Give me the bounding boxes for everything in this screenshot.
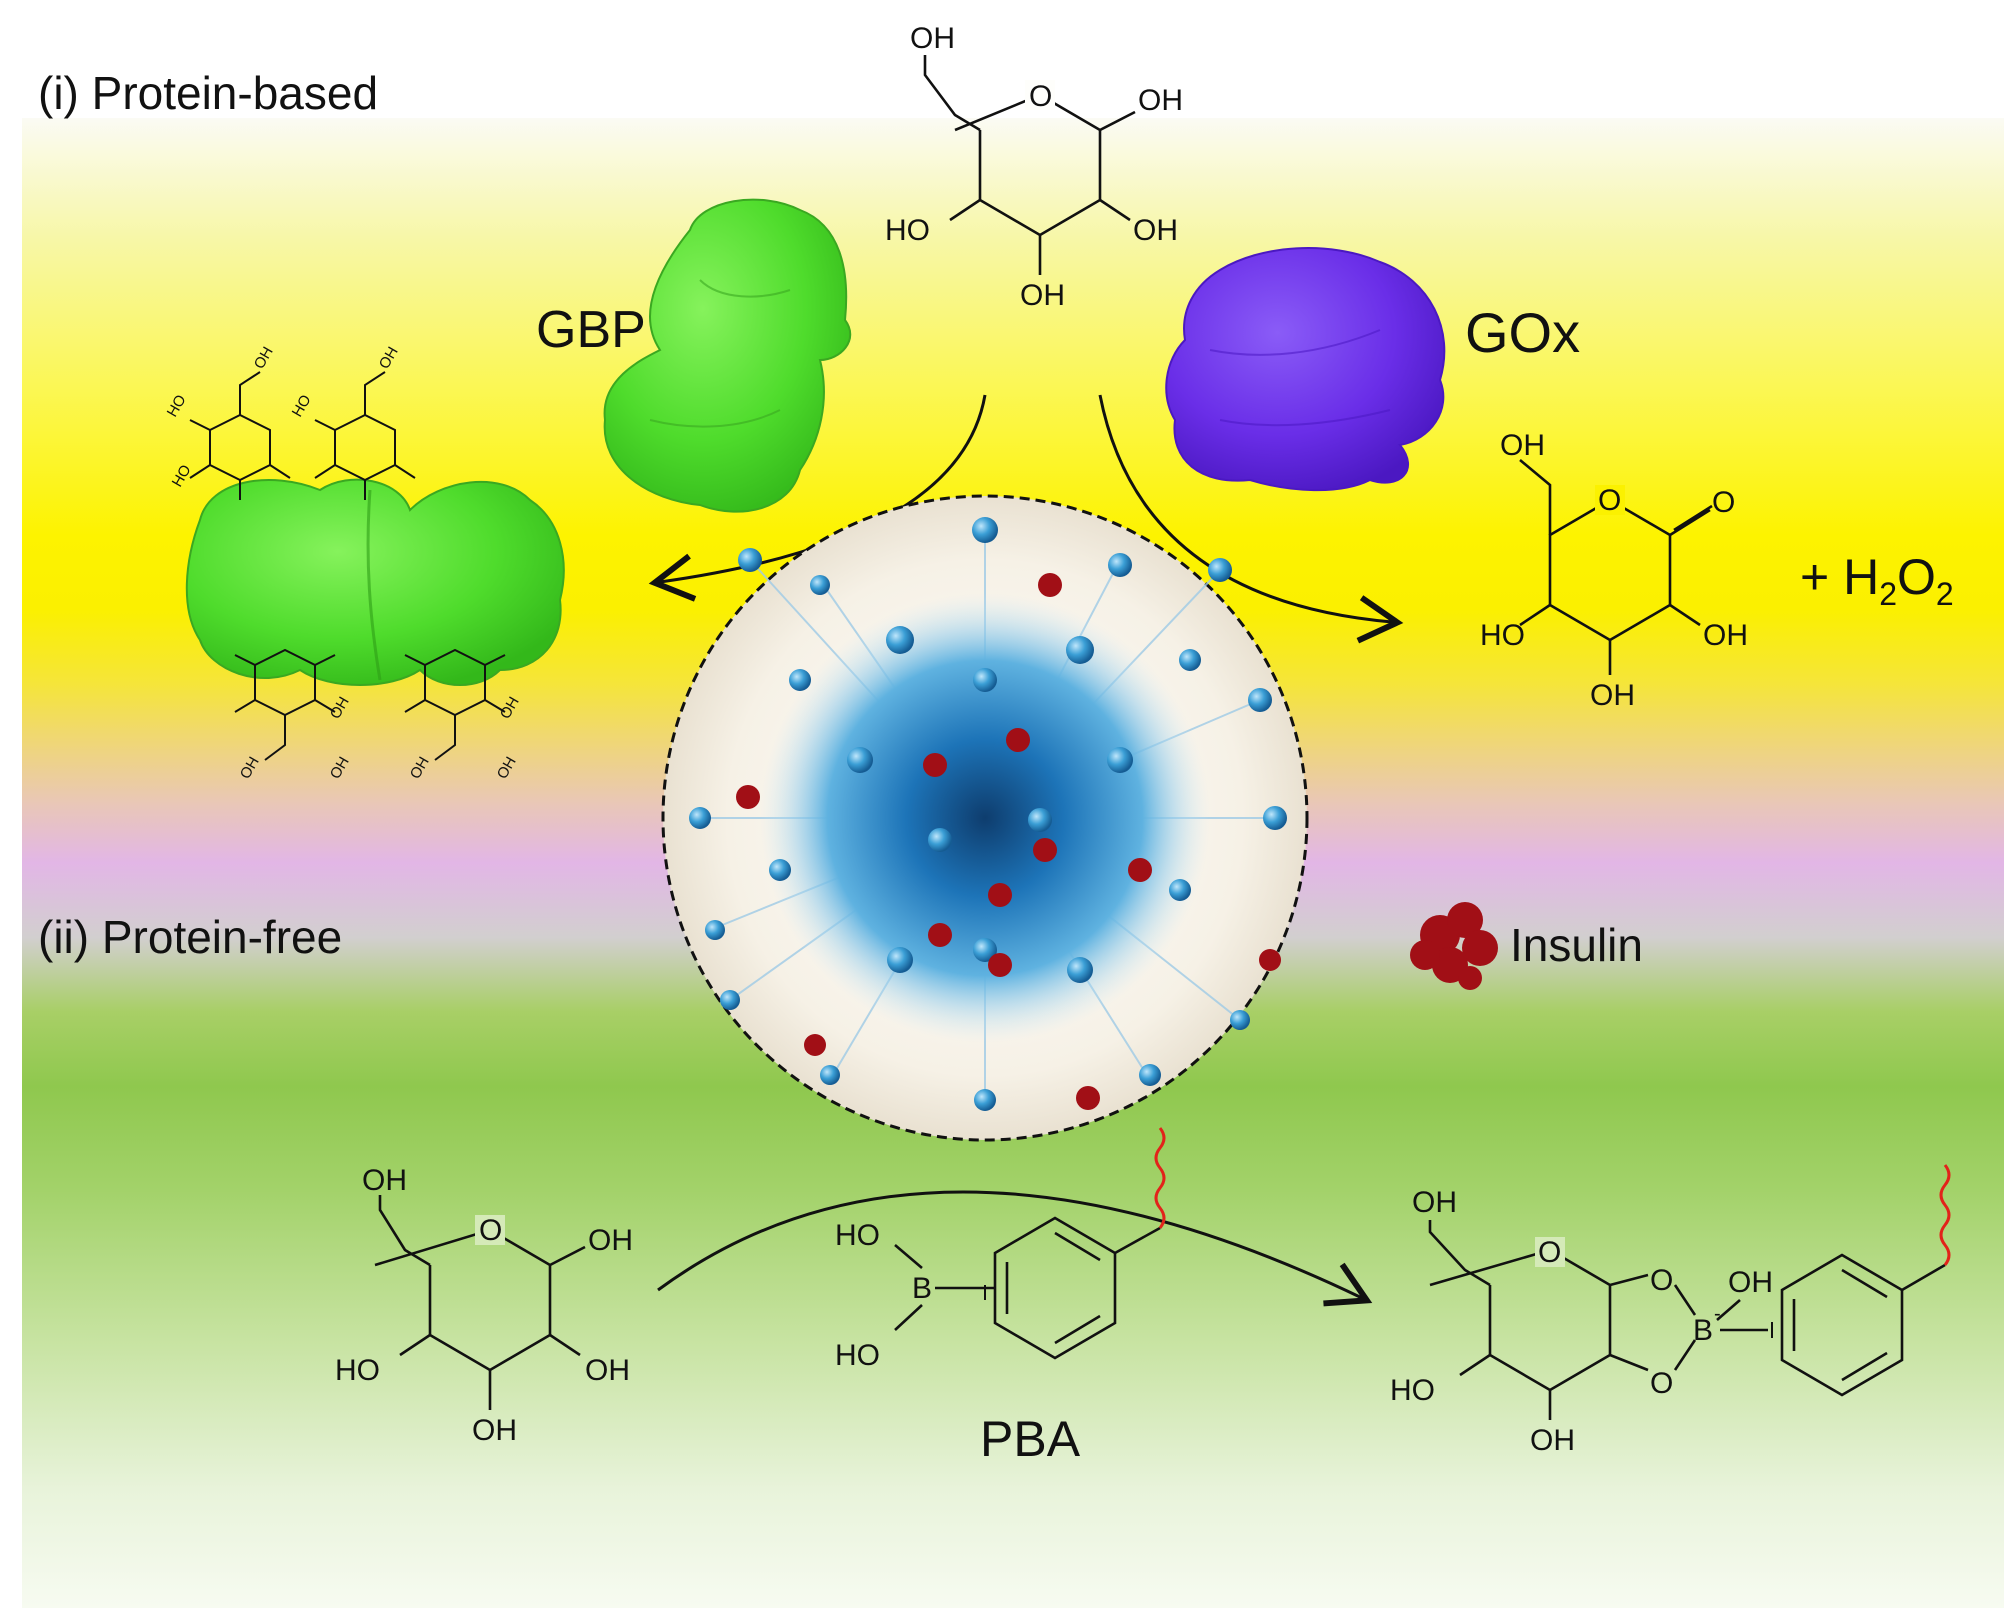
gox-protein — [1165, 247, 1446, 492]
atom-label: O — [1650, 1367, 1673, 1400]
atom-label: OH — [362, 1164, 407, 1197]
atom-label: O — [1029, 80, 1052, 113]
pba-wavy-linker — [1154, 1127, 1166, 1229]
atom-label: OH — [585, 1354, 630, 1387]
atom-label: OH — [1500, 429, 1545, 462]
arrow-pba-reaction — [657, 1190, 1373, 1307]
atom-label: O — [1650, 1264, 1673, 1297]
h2o2-label: + H2O2 — [1800, 548, 1954, 613]
atom-label: O — [1598, 484, 1621, 517]
gox-label: GOx — [1465, 301, 1581, 364]
atom-label: HO — [835, 1339, 880, 1372]
atom-label: OH — [497, 694, 523, 722]
product-labels: O OH O O B - OH HO OH — [1390, 1186, 1773, 1457]
atom-label: HO — [835, 1219, 880, 1252]
atom-label: OH — [1020, 279, 1065, 312]
atom-label: OH — [407, 754, 433, 782]
atom-label: HO — [289, 392, 315, 420]
gluconolactone-labels: O OH O HO OH OH — [1480, 429, 1748, 712]
h2o2-subscript: 2 — [1879, 576, 1897, 612]
glucose-bottom-labels: O OH OH HO OH OH — [335, 1164, 633, 1447]
h2o2-oxygen: O — [1897, 549, 1936, 605]
atom-label: OH — [494, 754, 520, 782]
gbp-glucose-complex — [185, 478, 565, 686]
atom-label: OH — [1138, 84, 1183, 117]
pba-labels: B HO HO — [835, 1219, 932, 1372]
boronate-ester-product — [1428, 1220, 1946, 1420]
complex-glucose-bottom-left — [234, 648, 336, 761]
glucose-top-labels: O OH OH HO OH OH — [885, 22, 1183, 312]
atom-label: O — [1538, 1236, 1561, 1269]
section-title-protein-free: (ii) Protein-free — [38, 911, 343, 963]
atom-label: OH — [327, 754, 353, 782]
nanoparticle — [661, 494, 1309, 1142]
atom-label: OH — [1590, 679, 1635, 712]
gbp-protein — [603, 198, 852, 513]
atom-label: HO — [885, 214, 930, 247]
pba-label: PBA — [980, 1411, 1081, 1467]
arrow-to-gox-product — [1098, 394, 1404, 644]
complex-glucose-bottom-right — [404, 648, 506, 761]
atom-label: HO — [1390, 1374, 1435, 1407]
gbp-label: GBP — [536, 301, 646, 359]
atom-label: O — [479, 1214, 502, 1247]
atom-label: B — [912, 1272, 932, 1305]
glucose-bottom — [374, 1195, 586, 1410]
atom-label: HO — [164, 392, 190, 420]
atom-label: OH — [1703, 619, 1748, 652]
section-title-protein-based: (i) Protein-based — [38, 67, 379, 119]
atom-label: OH — [1530, 1424, 1575, 1457]
atom-label: OH — [1728, 1266, 1773, 1299]
h2o2-subscript: 2 — [1935, 576, 1954, 612]
insulin-icon — [1410, 902, 1498, 990]
complex-glucose-top-right — [314, 371, 416, 500]
atom-label: OH — [588, 1224, 633, 1257]
atom-label: HO — [335, 1354, 380, 1387]
atom-label: HO — [169, 462, 195, 490]
atom-label: OH — [251, 344, 277, 372]
insulin-label: Insulin — [1510, 919, 1643, 971]
h2o2-prefix: + H — [1800, 549, 1880, 605]
atom-label: OH — [327, 694, 353, 722]
complex-glucose-top-left — [189, 371, 291, 500]
product-wavy-linker — [1939, 1164, 1951, 1266]
atom-label: B — [1693, 1314, 1713, 1347]
atom-label: OH — [1412, 1186, 1457, 1219]
pba-molecule — [894, 1216, 1161, 1360]
boron-charge: - — [1714, 1303, 1721, 1325]
insulin-in-nanoparticle — [736, 573, 1281, 1110]
atom-label: O — [1712, 486, 1735, 519]
atom-label: OH — [910, 22, 955, 55]
atom-label: OH — [376, 344, 402, 372]
atom-label: OH — [237, 754, 263, 782]
atom-label: OH — [1133, 214, 1178, 247]
atom-label: HO — [1480, 619, 1525, 652]
atom-label: OH — [472, 1414, 517, 1447]
